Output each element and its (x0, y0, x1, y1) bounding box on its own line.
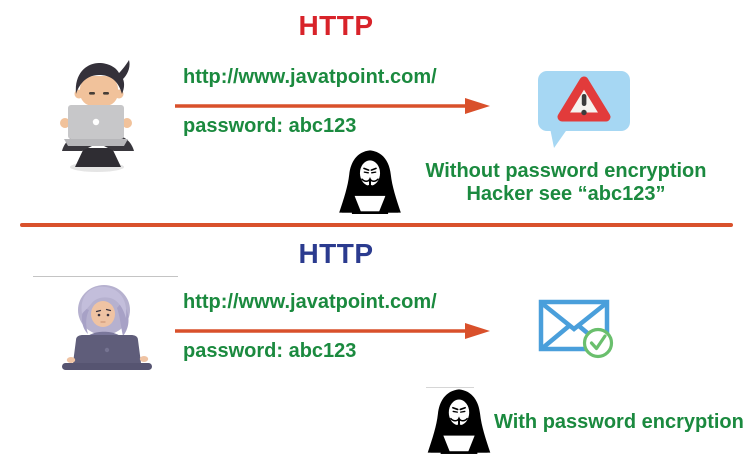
bottom-password-text: password: abc123 (183, 340, 357, 362)
hacker-icon (427, 389, 491, 454)
top-password-text: password: abc123 (183, 115, 357, 137)
bottom-caption: With password encryption (494, 411, 744, 433)
section-divider (20, 223, 733, 227)
woman-image-top-edge (33, 276, 178, 277)
hacker-image-top-edge (426, 387, 474, 388)
top-caption-line2: Hacker see “abc123” (466, 183, 666, 205)
warning-message-bubble-icon (538, 71, 630, 148)
top-section-title: HTTP (298, 10, 374, 41)
top-url-text: http://www.javatpoint.com/ (183, 66, 437, 88)
top-arrow (175, 98, 490, 114)
top-caption-line1: Without password encryption (425, 160, 707, 182)
woman-at-laptop-icon (62, 285, 152, 370)
top-caption: Without password encryption Hacker see “… (400, 160, 732, 206)
hacker-icon (339, 150, 401, 214)
bottom-url-text: http://www.javatpoint.com/ (183, 291, 437, 313)
envelope-verified-icon (538, 299, 614, 359)
bottom-arrow (175, 323, 490, 339)
bottom-section-title: HTTP (298, 238, 374, 269)
man-at-laptop-icon (60, 60, 134, 172)
